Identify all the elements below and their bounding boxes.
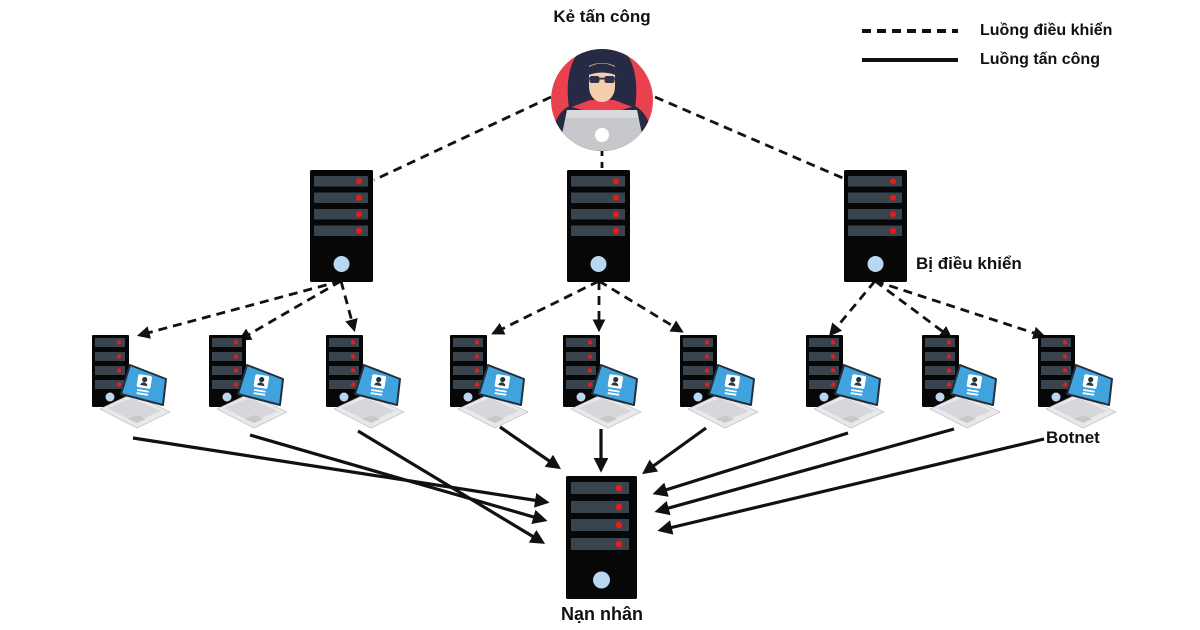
control-flow-arrow bbox=[828, 280, 877, 337]
attack-flow-arrow bbox=[249, 433, 548, 525]
cc-server-icon bbox=[310, 170, 373, 282]
dashed-line-icon bbox=[862, 29, 958, 33]
attack-flow-arrow bbox=[132, 436, 550, 508]
attack-flow-arrow bbox=[642, 426, 707, 475]
controlled-label: Bị điều khiển bbox=[916, 254, 1022, 273]
control-flow-line bbox=[373, 95, 552, 182]
legend-item-control-flow: Luồng điều khiển bbox=[862, 20, 1112, 42]
control-flow-arrow bbox=[238, 279, 342, 341]
bot-machine-icon bbox=[921, 334, 1001, 429]
bot-machine-icon bbox=[325, 334, 405, 429]
attack-flow-arrow bbox=[654, 427, 955, 516]
control-flow-line bbox=[654, 95, 846, 181]
attack-flow-arrow bbox=[499, 425, 562, 470]
botnet-label: Botnet bbox=[1046, 428, 1100, 447]
cc-server-icon bbox=[567, 170, 630, 282]
legend-label-attack-flow: Luồng tấn công bbox=[980, 51, 1100, 68]
bot-machine-icon bbox=[562, 334, 642, 429]
control-flow-arrow bbox=[874, 279, 953, 339]
legend: Luồng điều khiển Luồng tấn công bbox=[862, 20, 1112, 71]
legend-label-control-flow: Luồng điều khiển bbox=[980, 22, 1113, 39]
control-flow-arrow bbox=[136, 279, 342, 339]
control-flow-arrow bbox=[598, 279, 684, 333]
attack-flow-arrow bbox=[357, 429, 546, 544]
hacker-avatar-icon bbox=[551, 43, 653, 160]
control-flow-arrow bbox=[874, 279, 1047, 340]
control-flow-arrow bbox=[339, 280, 358, 333]
victim-label: Nạn nhân bbox=[560, 604, 643, 624]
bot-machine-icon bbox=[449, 334, 529, 429]
victim-server-icon bbox=[566, 476, 637, 599]
bot-machine-icon bbox=[805, 334, 885, 429]
attack-flow-arrow bbox=[652, 431, 849, 497]
attack-flow-arrow bbox=[657, 437, 1045, 535]
attacker-label: Kẻ tấn công bbox=[553, 7, 651, 26]
bot-machine-icon bbox=[91, 334, 171, 429]
control-flow-arrow bbox=[491, 279, 600, 335]
bot-machine-icon bbox=[208, 334, 288, 429]
legend-item-attack-flow: Luồng tấn công bbox=[862, 49, 1112, 71]
solid-line-icon bbox=[862, 58, 958, 62]
bot-machine-icon bbox=[1037, 334, 1117, 429]
control-flow-bot-lines bbox=[136, 279, 1047, 341]
attack-flow-lines bbox=[132, 425, 1045, 544]
cc-server-icon bbox=[844, 170, 907, 282]
bot-machine-icon bbox=[679, 334, 759, 429]
